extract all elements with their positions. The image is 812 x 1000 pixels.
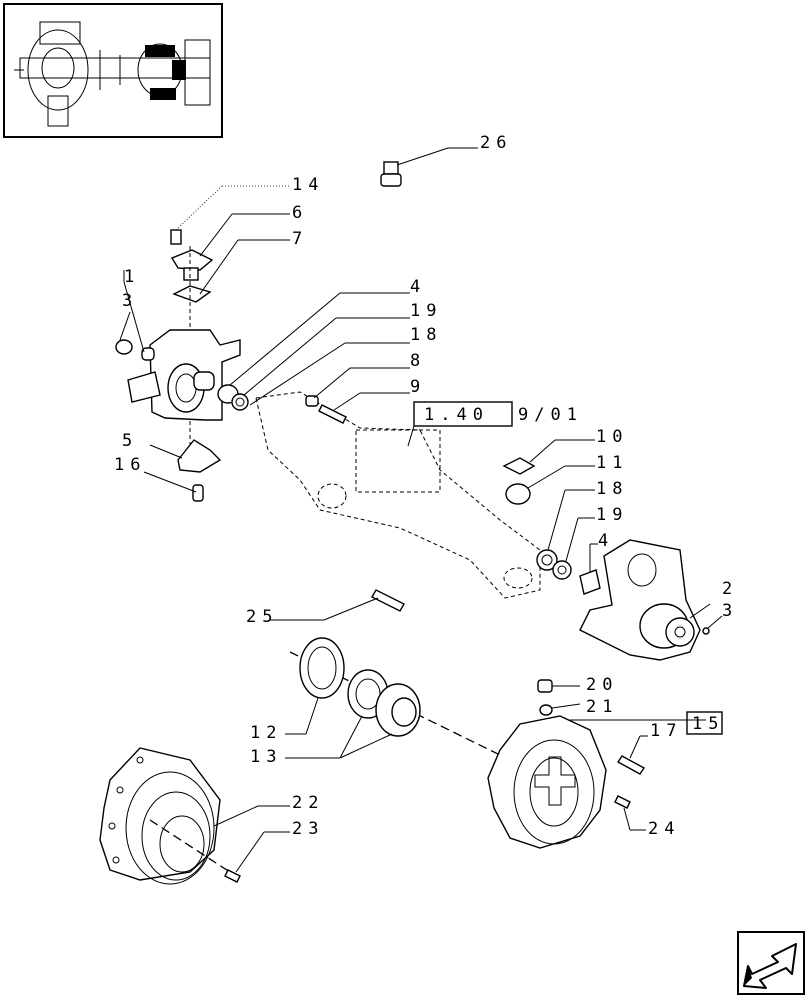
part-4-bushing-left <box>217 292 410 404</box>
part-19-seal-right <box>552 517 595 580</box>
part-16-grease-fitting <box>143 471 204 502</box>
part-25-pin <box>270 589 405 621</box>
callout-12: 12 <box>250 723 282 743</box>
callout-4-left: 4 <box>410 277 426 297</box>
part-13-bearings <box>285 669 421 759</box>
callout-9: 9 <box>410 377 426 397</box>
callout-3-left: 3 <box>122 291 138 311</box>
callout-24: 24 <box>648 819 680 839</box>
reference-box <box>407 401 513 447</box>
part-15-planet-carrier <box>487 715 706 849</box>
part-5-bottom-cap <box>149 439 222 473</box>
axle-beam <box>255 391 541 599</box>
callout-18-right: 18 <box>596 479 628 499</box>
callout-26: 26 <box>480 133 512 153</box>
part-4-bushing-right <box>579 543 601 595</box>
callout-4-right: 4 <box>598 531 614 551</box>
callout-7: 7 <box>292 229 308 249</box>
callout-5: 5 <box>122 431 138 451</box>
thumbnail-axle-drawing <box>14 21 211 127</box>
part-22-wheel-hub <box>99 747 290 885</box>
overview-thumbnail[interactable] <box>3 3 223 138</box>
part-21-washer <box>539 703 581 716</box>
part-15-label-box <box>686 711 723 735</box>
callout-22: 22 <box>292 793 324 813</box>
callout-15: 15 <box>692 714 724 734</box>
callout-6: 6 <box>292 203 308 223</box>
callout-10: 10 <box>596 427 628 447</box>
part-17-stud <box>616 735 648 775</box>
part-26-grease-nipple <box>380 147 478 187</box>
part-6-top-cap <box>170 213 290 281</box>
part-11-bushing <box>505 465 595 505</box>
callout-3-right: 3 <box>722 601 738 621</box>
callout-19-left: 19 <box>410 301 442 321</box>
callout-19-right: 19 <box>596 505 628 525</box>
callout-17: 17 <box>650 721 682 741</box>
part-3-plug-right <box>702 615 723 635</box>
part-23-stud <box>224 831 290 883</box>
part-14-bolt <box>170 185 290 245</box>
callout-2: 2 <box>722 579 738 599</box>
callout-21: 21 <box>586 697 618 717</box>
part-24-dowel <box>614 795 646 831</box>
back-arrow-icon <box>743 943 797 989</box>
part-10-washer <box>502 439 595 475</box>
callout-23: 23 <box>292 819 324 839</box>
part-9-bolt <box>318 392 410 424</box>
part-18-ring-left <box>249 342 410 406</box>
part-2-steering-knuckle-right <box>579 539 711 661</box>
callout-14: 14 <box>292 175 324 195</box>
part-12-oil-seal <box>285 637 345 735</box>
part-8-pin <box>305 367 410 407</box>
part-7-shim <box>172 239 290 303</box>
callout-1: 1 <box>124 267 140 287</box>
part-18-ring-right <box>536 489 595 571</box>
part-19-seal-left <box>231 317 410 411</box>
callout-16: 16 <box>114 455 146 475</box>
part-1-steering-knuckle-left <box>123 270 241 421</box>
callout-8: 8 <box>410 351 426 371</box>
part-20-plug <box>537 679 580 693</box>
reference-subtext: 9/01 <box>518 405 583 425</box>
callout-25: 25 <box>246 607 278 627</box>
callout-13: 13 <box>250 747 282 767</box>
reference-text: 1.40 <box>424 405 489 425</box>
callout-20: 20 <box>586 675 618 695</box>
navigate-back-button[interactable] <box>737 931 805 995</box>
part-3-plug-left <box>115 311 133 355</box>
callout-11: 11 <box>596 453 628 473</box>
callout-18-left: 18 <box>410 325 442 345</box>
